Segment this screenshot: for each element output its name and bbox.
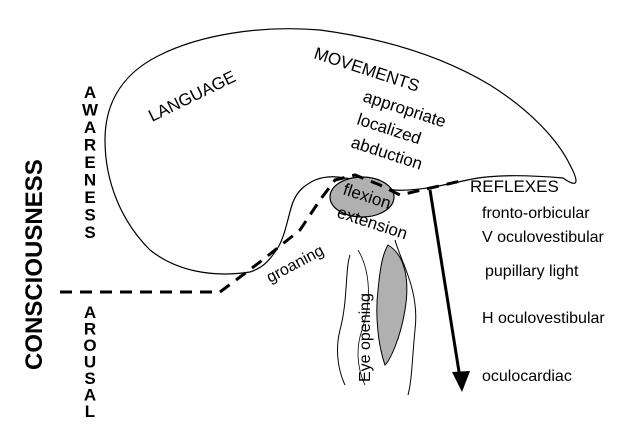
arousal-label-letter: A [84,386,96,405]
reflexes-header: REFLEXES [470,177,559,196]
brain-outline [104,28,577,275]
arousal-label-letter: R [84,320,96,339]
reflex-arrow-head [452,371,470,392]
brainstem-right-outline [394,239,417,396]
awareness-label-letter: S [84,206,95,225]
language-label: LANGUAGE [145,67,238,125]
reflex-item-v-oculovestibular: V oculovestibular [482,229,605,246]
arousal-label-letter: L [85,402,95,421]
consciousness-label: CONSCIOUSNESS [21,159,48,370]
brainstem-gray-shape [376,244,408,366]
awareness-label-letter: N [84,171,96,190]
awareness-label-letter: W [82,101,99,120]
eye-opening-label: Eye opening [357,293,374,382]
reflex-arrow-line [428,189,462,379]
awareness-label-letter: R [84,136,96,155]
brainstem-left-outline [337,254,351,386]
awareness-label-letter: A [84,83,96,102]
awareness-label-letter: A [84,118,96,137]
awareness-label-letter: E [84,153,95,172]
reflex-item-oculocardiac: oculocardiac [482,368,572,385]
arousal-label-letter: S [84,369,95,388]
arousal-label-letter: U [84,353,96,372]
arousal-label-letter: A [84,303,96,322]
awareness-label-letter: E [84,188,95,207]
awareness-label-letter: S [84,223,95,242]
arousal-label-letter: O [83,336,96,355]
reflex-item-pupillary-light: pupillary light [485,263,579,280]
awareness-arousal-dashed-line [60,173,466,294]
reflex-item-fronto-orbicular: fronto-orbicular [482,205,590,222]
brainstem-inner-outline [357,249,369,386]
groaning-label: groaning [264,242,327,286]
reflex-item-h-oculovestibular: H oculovestibular [482,310,605,327]
